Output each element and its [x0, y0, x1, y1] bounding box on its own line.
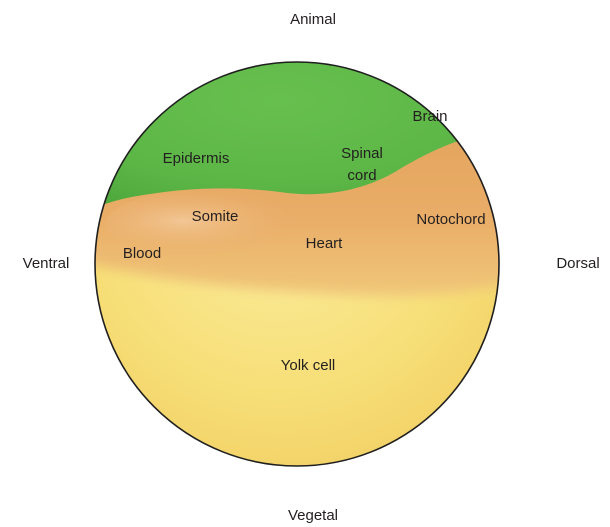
label-ventral: Ventral — [23, 255, 70, 272]
label-epidermis: Epidermis — [163, 150, 230, 167]
label-heart: Heart — [306, 235, 344, 252]
label-spinal-cord-line1: Spinal — [341, 145, 383, 162]
label-brain: Brain — [412, 108, 447, 125]
label-notochord: Notochord — [416, 211, 485, 228]
label-animal: Animal — [290, 11, 336, 28]
label-dorsal: Dorsal — [556, 255, 599, 272]
label-blood: Blood — [123, 245, 161, 262]
label-vegetal: Vegetal — [288, 507, 338, 524]
label-somite: Somite — [192, 208, 239, 225]
label-spinal-cord-line2: cord — [347, 167, 376, 184]
label-yolk-cell: Yolk cell — [281, 357, 335, 374]
